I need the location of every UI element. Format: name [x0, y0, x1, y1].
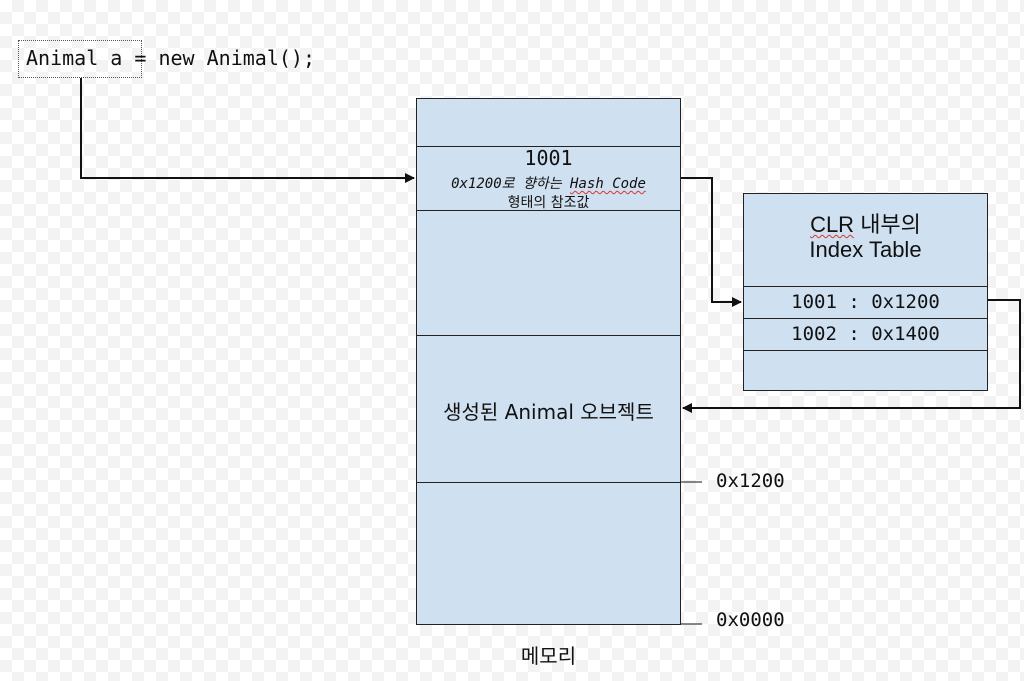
- clr-table-title-line2: Index Table: [809, 237, 922, 262]
- memory-block: [416, 98, 681, 625]
- memory-divider: [417, 146, 680, 147]
- table-divider: [744, 286, 987, 287]
- arrow-index-table-to-object: [682, 299, 1021, 413]
- memory-divider: [417, 210, 680, 211]
- address-label-0x0000: 0x0000: [716, 609, 785, 631]
- clr-index-table: [743, 193, 988, 391]
- reference-description-line1: 0x1200로 향하는 Hash Code: [416, 173, 681, 193]
- clr-table-title-line1: CLR 내부의: [743, 207, 988, 239]
- table-divider: [744, 318, 987, 319]
- table-divider: [744, 350, 987, 351]
- arrow-variable-to-reference: [80, 78, 415, 183]
- code-variable-highlight-box: [18, 40, 142, 78]
- reference-value: 1001: [524, 146, 573, 170]
- code-variable: Animal a: [26, 46, 123, 70]
- clr-table-row: 1002 : 0x1400: [791, 323, 940, 345]
- reference-description-line2: 형태의 참조값: [507, 195, 590, 211]
- clr-table-row: 1001 : 0x1200: [791, 291, 940, 313]
- address-label-0x1200: 0x1200: [716, 470, 785, 492]
- memory-divider: [417, 335, 680, 336]
- code-assignment: = new Animal();: [122, 46, 315, 70]
- reference-description-prefix: 0x1200로 향하는: [451, 176, 571, 192]
- clr-table-title-suffix: 내부의: [854, 212, 921, 237]
- memory-divider: [417, 482, 680, 483]
- memory-label: 메모리: [520, 644, 577, 668]
- object-label: 생성된 Animal 오브젝트: [443, 400, 654, 424]
- clr-table-title-prefix: CLR: [810, 212, 855, 237]
- arrow-reference-to-index-table: [681, 177, 742, 307]
- reference-description-hash: Hash Code: [570, 176, 646, 192]
- code-statement: Animal a = new Animal();: [26, 46, 315, 70]
